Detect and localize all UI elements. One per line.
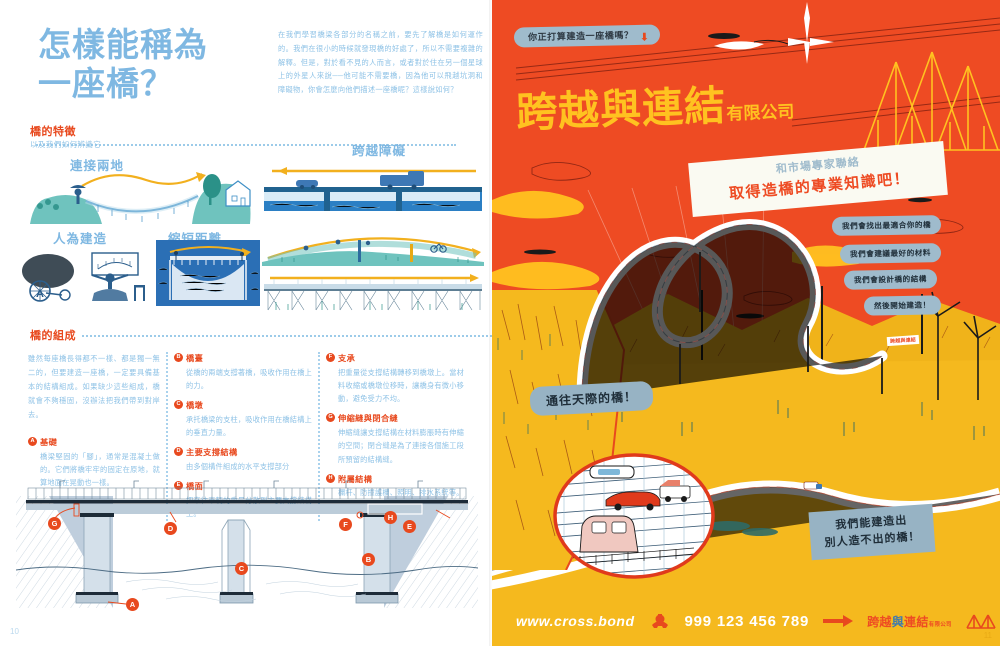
definition-title-d: 主要支撐結構 [186,448,238,458]
down-arrow-icon: ⬇ [639,31,650,44]
label-cross: 跨越障礙 [352,144,407,158]
badge-g: G [326,413,335,423]
illustration-suspension-bridge [30,172,251,224]
page-number-right: 11 [983,631,992,640]
parts-intro: 雖然每座橋長得都不一樣、都是獨一無二的，但要建造一座橋，一定要具備基本的結構組成… [28,354,160,420]
definition-item-f: F 支承 把重量從支撐結構轉移到橋墩上。當材料收縮或橋墩位移時，讓橋身有微小移動… [326,352,464,405]
diagram-callout-a[interactable]: A [126,598,139,611]
definition-item-a: A 基礎 橋梁堅固的「腳」，通常是混凝土做的。它們將橋牢牢的固定在原地，就算地面… [28,436,160,489]
dotted-rule [36,144,456,147]
right-arrow-icon [823,615,854,627]
service-pill-2[interactable]: 我們會建議最好的材料 [839,243,942,264]
bridge-logo-icon [966,614,996,629]
definition-column-1: 雖然每座橋長得都不一樣、都是獨一無二的，但要建造一座橋，一定要具備基本的結構組成… [28,352,160,527]
poster-highway-ribbon [576,219,888,404]
footer-brand-cn: 與 [891,614,905,629]
definition-item-g: G 伸縮縫與閉合縫 伸縮縫讓支撐結構在材料膨脹時有伸縮的空間；閉合縫是為了連接各… [326,412,464,465]
definition-column-3: F 支承 把重量從支撐結構轉移到橋墩上。當材料收縮或橋墩位移時，讓橋身有微小移動… [318,352,464,527]
phone-number[interactable]: 999 123 456 789 [684,612,810,630]
bridge-diagram-svg [16,480,478,608]
definition-item-d: D 主要支撐結構 由多個構件組成的水平支撐部分 [174,446,312,473]
definition-title-h: 附屬結構 [338,474,373,484]
footer-brand: 跨越與連結有限公司 [867,613,952,630]
poster-cutaway-circle [553,453,715,579]
dotted-rule-2 [82,335,492,338]
website-url[interactable]: www.cross.bond [516,613,635,629]
right-page: 你正打算建造一座橋嗎？ ⬇ 跨越與連結有限公司 和市場專家聯絡 取得造橋的專業知… [492,0,1000,646]
definition-body-d: 由多個構件組成的水平支撐部分 [186,461,290,471]
definition-item-c: C 橋墩 承托橋梁的支柱，吸收作用在橋結構上的垂直力量。 [174,399,312,439]
footer-brand-suffix: 有限公司 [928,621,952,628]
poster-footer: www.cross.bond 999 123 456 789 跨越與連結有限公司 [492,596,1000,646]
svg-text:A: A [36,288,44,300]
definition-body-a: 橋梁堅固的「腳」，通常是混凝土做的。它們將橋牢牢的固定在原地，就算地面在晃動也一… [40,451,160,488]
features-section-subheading: 以及我們如何辨識它 [30,140,102,149]
service-pill-3[interactable]: 我們會設計橋的結構 [843,269,938,290]
company-title: 跨越與連結有限公司 [515,69,795,139]
diagram-callout-b[interactable]: B [362,553,375,566]
badge-d: D [174,447,183,457]
label-connect: 連接兩地 [70,159,125,173]
badge-h: H [326,473,335,483]
footer-brand-2: 連結 [904,614,929,629]
bridge-cross-section-diagram: G D F H E B C A [16,478,478,618]
diagram-callout-h[interactable]: H [384,511,397,524]
badge-c: C [174,400,183,410]
definition-title-f: 支承 [338,354,356,363]
diagram-callout-c[interactable]: C [235,562,248,575]
illustration-viaduct-over-water [264,167,482,211]
cta-badge[interactable]: 你正打算建造一座橋嗎？ ⬇ [513,24,660,48]
parts-definitions: 雖然每座橋長得都不一樣、都是獨一無二的，但要建造一座橋，一定要具備基本的結構組成… [28,352,478,527]
illustration-shorten-distance [156,240,260,306]
claim-bubble: 我們能建造出 別人造不出的橋！ [808,503,936,561]
badge-e: E [174,481,183,491]
service-pill-4[interactable]: 然後開始建造！ [863,295,941,316]
page-title: 怎樣能稱為 一座橋？ [38,26,208,102]
badge-a: A [28,437,37,447]
intro-paragraph: 在我們學習橋梁各部分的名稱之前，要先了解橋是如何運作的。我們在很小的時候就發現橋… [278,30,483,95]
definition-title-b: 橋臺 [186,354,204,363]
company-title-suffix: 有限公司 [726,102,795,124]
badge-f: F [326,353,335,362]
label-manmade: 人為建造 [53,232,108,246]
definition-item-h: H 附屬結構 欄杆、防撞護欄、照明、排水系統等。 [326,473,464,500]
definition-title-e: 橋面 [186,482,204,492]
diagram-callout-e[interactable]: E [403,520,416,533]
company-title-main: 跨越與連結 [515,82,727,136]
definition-body-b: 從橋的兩端支撐著橋，吸收作用在橋上的力。 [186,367,312,390]
cta-badge-label: 你正打算建造一座橋嗎？ [527,30,634,43]
diagram-callout-g[interactable]: G [48,517,61,530]
left-page: 怎樣能稱為 一座橋？ 在我們學習橋梁各部分的名稱之前，要先了解橋是如何運作的。我… [0,0,492,646]
definition-body-g: 伸縮縫讓支撐結構在材料膨脹時有伸縮的空間；閉合縫是為了連接各個施工段所預留的結構… [338,427,464,464]
diagram-callout-d[interactable]: D [164,522,177,535]
page-number-left: 10 [10,627,19,636]
definition-body-c: 承托橋梁的支柱，吸收作用在橋結構上的垂直力量。 [186,414,312,437]
definition-title-c: 橋墩 [186,401,204,411]
parts-section-heading: 橋的組成 [30,327,492,343]
definition-body-f: 把重量從支撐結構轉移到橋墩上。當材料收縮或橋墩位移時，讓橋身有微小移動，避免受力… [338,367,464,404]
footer-brand-1: 跨越 [867,614,892,629]
telephone-icon [651,614,668,628]
definition-item-b: B 橋臺 從橋的兩端支撐著橋，吸收作用在橋上的力。 [174,352,312,392]
definition-title-a: 基礎 [40,438,58,448]
definition-title-g: 伸縮縫與閉合縫 [338,414,399,424]
illustration-trestle-bridge [264,274,482,311]
badge-b: B [174,353,183,362]
illustration-arch-over-valley [262,237,484,266]
features-section-heading: 橋的特徵 [30,123,492,151]
illustration-manmade-construction: A [22,252,145,302]
diagram-callout-f[interactable]: F [339,518,352,531]
service-pill-1[interactable]: 我們會找出最適合你的橋 [831,215,942,236]
definition-body-h: 欄杆、防撞護欄、照明、排水系統等。 [338,488,464,498]
